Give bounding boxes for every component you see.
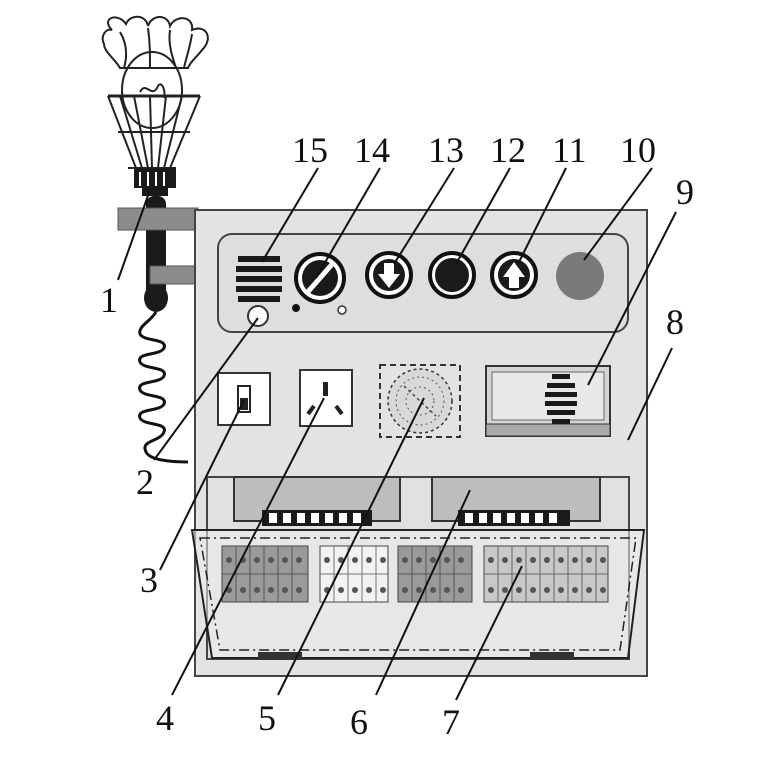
fan-unit bbox=[485, 365, 611, 437]
callout-1: 1 bbox=[100, 280, 118, 320]
rotary-knob[interactable] bbox=[292, 252, 347, 315]
callout-11: 11 bbox=[552, 130, 587, 170]
hinge-right bbox=[530, 652, 574, 660]
callout-3: 3 bbox=[140, 560, 158, 600]
hinge-left bbox=[258, 652, 302, 660]
terminal-block-3 bbox=[397, 545, 473, 603]
callout-8: 8 bbox=[666, 302, 684, 342]
callout-12: 12 bbox=[490, 130, 526, 170]
terminal-block-2 bbox=[319, 545, 389, 603]
leader-lines bbox=[117, 167, 677, 701]
down-arrow-icon bbox=[378, 263, 400, 288]
lamp-cage bbox=[101, 15, 209, 169]
buzzer bbox=[379, 364, 461, 438]
speaker-grill bbox=[236, 256, 282, 302]
round-indicator bbox=[556, 252, 604, 300]
callout-9: 9 bbox=[676, 172, 694, 212]
coiled-cord bbox=[138, 311, 189, 464]
callout-14: 14 bbox=[354, 130, 390, 170]
callout-5: 5 bbox=[258, 698, 276, 738]
callout-2: 2 bbox=[136, 462, 154, 502]
callout-7: 7 bbox=[442, 702, 460, 742]
vent-icon bbox=[545, 374, 577, 424]
callout-4: 4 bbox=[156, 698, 174, 738]
callout-10: 10 bbox=[620, 130, 656, 170]
callout-15: 15 bbox=[292, 130, 328, 170]
terminal-screws bbox=[226, 557, 606, 593]
callout-6: 6 bbox=[350, 702, 368, 742]
stop-button[interactable] bbox=[428, 251, 476, 299]
lamp-bracket-bottom bbox=[149, 265, 197, 285]
callout-13: 13 bbox=[428, 130, 464, 170]
toggle-switch[interactable] bbox=[217, 372, 271, 426]
down-button[interactable] bbox=[365, 251, 413, 299]
up-button[interactable] bbox=[490, 251, 538, 299]
lamp-bracket-top bbox=[117, 207, 199, 231]
terminal-block-4 bbox=[483, 545, 609, 603]
work-lamp bbox=[101, 15, 209, 464]
terminal-block-1 bbox=[221, 545, 309, 603]
up-arrow-icon bbox=[503, 262, 525, 288]
power-socket[interactable] bbox=[299, 369, 353, 427]
indicator-light bbox=[247, 305, 269, 327]
